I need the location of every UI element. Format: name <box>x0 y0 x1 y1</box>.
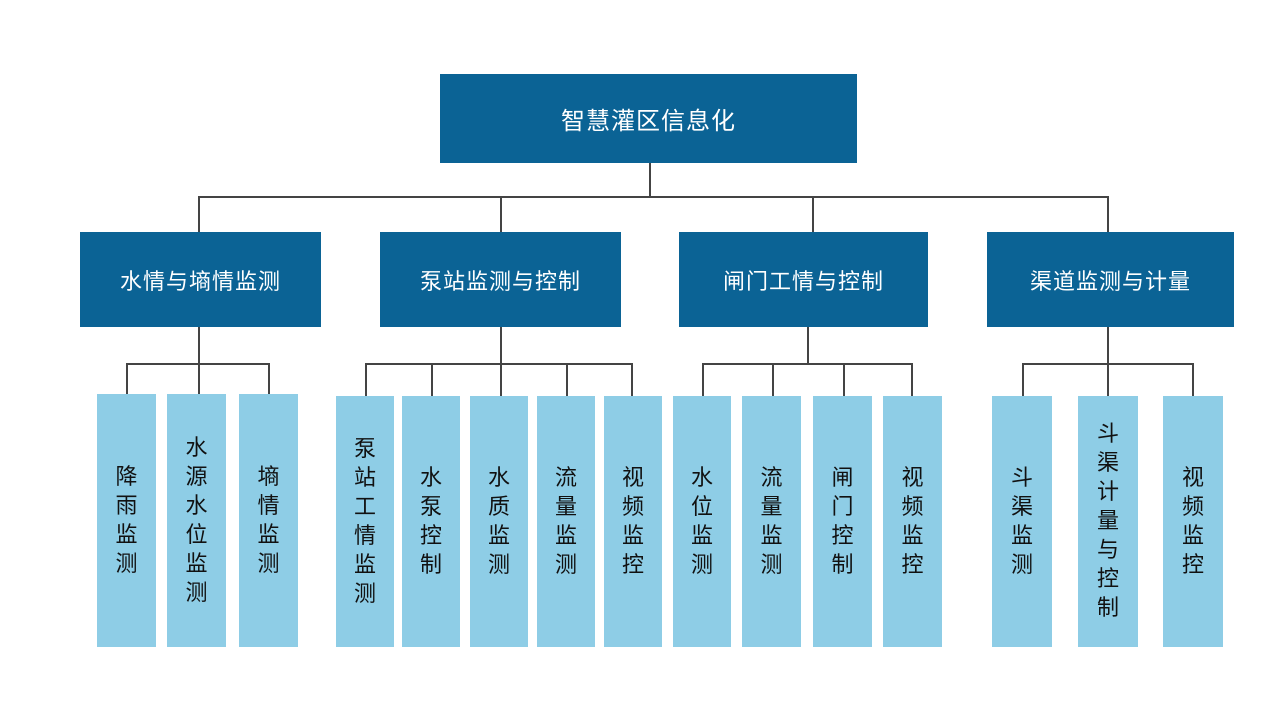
connector-cat-2 <box>500 196 502 232</box>
connector-cat3-item2 <box>772 363 774 396</box>
connector-root-down <box>649 163 651 197</box>
category-node: 闸门工情与控制 <box>679 232 928 327</box>
item-label: 水质监测 <box>487 465 510 578</box>
item-node: 闸门控制 <box>813 396 872 647</box>
item-node: 斗渠计量与控制 <box>1078 396 1138 647</box>
item-node: 视频监控 <box>883 396 942 647</box>
root-label: 智慧灌区信息化 <box>561 107 736 135</box>
item-label: 墒情监测 <box>257 464 280 577</box>
item-label: 视频监控 <box>901 465 924 578</box>
connector-root-bus <box>198 196 1109 198</box>
connector-cat2-item3 <box>500 363 502 396</box>
item-label: 水位监测 <box>690 465 713 578</box>
category-node: 泵站监测与控制 <box>380 232 621 327</box>
connector-cat-1 <box>198 196 200 232</box>
connector-cat3-bus <box>702 363 912 365</box>
item-label: 流量监测 <box>554 465 577 578</box>
item-label: 视频监控 <box>621 465 644 578</box>
item-label: 泵站工情监测 <box>353 436 376 607</box>
category-label: 泵站监测与控制 <box>419 269 581 295</box>
category-node: 水情与墒情监测 <box>80 232 321 327</box>
connector-cat2-bus <box>365 363 632 365</box>
item-node: 流量监测 <box>537 396 595 647</box>
connector-cat1-down <box>198 327 200 364</box>
connector-cat3-down <box>807 327 809 364</box>
item-node: 视频监控 <box>1163 396 1223 647</box>
item-label: 闸门控制 <box>831 465 854 578</box>
connector-cat4-item2 <box>1107 363 1109 396</box>
item-node: 水位监测 <box>673 396 731 647</box>
item-node: 斗渠监测 <box>992 396 1052 647</box>
connector-cat2-down <box>500 327 502 364</box>
root-node: 智慧灌区信息化 <box>440 74 857 163</box>
item-node: 流量监测 <box>742 396 801 647</box>
connector-cat1-bus <box>126 363 269 365</box>
item-node: 降雨监测 <box>97 394 156 647</box>
connector-cat4-item3 <box>1192 363 1194 396</box>
item-node: 墒情监测 <box>239 394 298 647</box>
category-label: 渠道监测与计量 <box>1029 269 1191 295</box>
item-label: 流量监测 <box>760 465 783 578</box>
connector-cat1-item3 <box>268 363 270 394</box>
item-node: 泵站工情监测 <box>336 396 394 647</box>
connector-cat-3 <box>812 196 814 232</box>
category-label: 闸门工情与控制 <box>722 269 884 295</box>
item-label: 水源水位监测 <box>185 435 208 606</box>
item-label: 视频监控 <box>1181 465 1204 578</box>
connector-cat2-item4 <box>566 363 568 396</box>
connector-cat1-item1 <box>126 363 128 394</box>
connector-cat2-item2 <box>431 363 433 396</box>
connector-cat1-item2 <box>198 363 200 394</box>
item-label: 斗渠计量与控制 <box>1096 422 1119 621</box>
connector-cat4-item1 <box>1022 363 1024 396</box>
connector-cat4-down <box>1107 327 1109 364</box>
item-node: 水质监测 <box>470 396 528 647</box>
connector-cat2-item1 <box>365 363 367 396</box>
connector-cat3-item4 <box>911 363 913 396</box>
item-node: 水源水位监测 <box>167 394 226 647</box>
connector-cat3-item3 <box>843 363 845 396</box>
connector-cat2-item5 <box>631 363 633 396</box>
category-node: 渠道监测与计量 <box>987 232 1234 327</box>
item-node: 视频监控 <box>604 396 662 647</box>
connector-cat3-item1 <box>702 363 704 396</box>
connector-cat-4 <box>1107 196 1109 232</box>
item-label: 水泵控制 <box>419 465 442 578</box>
category-label: 水情与墒情监测 <box>119 269 281 295</box>
item-label: 降雨监测 <box>115 464 138 577</box>
item-node: 水泵控制 <box>402 396 460 647</box>
item-label: 斗渠监测 <box>1010 465 1033 578</box>
